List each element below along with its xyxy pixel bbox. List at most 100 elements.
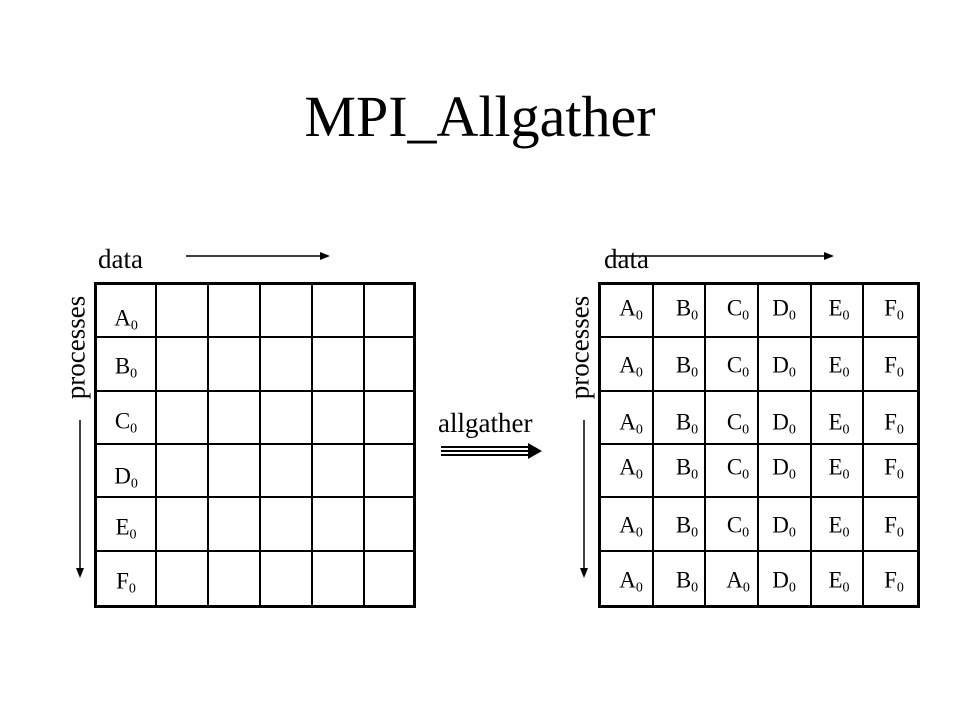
right-grid-item-label: B0 (675, 352, 699, 381)
grid-cell (157, 285, 209, 339)
grid-cell (601, 391, 654, 445)
grid-cell (653, 391, 707, 445)
right-grid (598, 282, 920, 608)
grid-cell (365, 285, 413, 339)
right-grid-item-label: C0 (726, 352, 750, 381)
grid-cell (759, 391, 812, 445)
right-grid-item-label: A0 (619, 352, 643, 381)
right-grid-item-label: D0 (772, 352, 796, 381)
grid-cell (209, 391, 261, 445)
right-processes-label: processes (564, 295, 595, 400)
grid-cell (653, 285, 707, 339)
right-grid-item-label: B0 (675, 512, 699, 541)
grid-cell (209, 551, 261, 605)
grid-cell (706, 391, 759, 445)
grid-cell (157, 391, 209, 445)
grid-cell (313, 498, 365, 552)
right-grid-item-label: E0 (828, 454, 850, 483)
grid-cell (157, 498, 209, 552)
grid-cell (365, 392, 413, 445)
left-processes-label: processes (60, 295, 91, 400)
right-grid-item-label: B0 (675, 409, 699, 438)
grid-cell (97, 338, 157, 392)
grid-cell (653, 338, 707, 392)
grid-cell (811, 444, 865, 499)
grid-cell (811, 338, 865, 392)
left-grid-item-label: E0 (115, 514, 137, 543)
grid-cell (706, 444, 759, 499)
grid-cell (864, 285, 917, 339)
grid-cell (157, 444, 209, 499)
grid-cell (365, 552, 413, 605)
grid-cell (313, 444, 365, 499)
right-grid-item-label: D0 (772, 512, 796, 541)
grid-cell (97, 285, 157, 339)
right-grid-item-label: B0 (675, 567, 699, 596)
right-grid-item-label: C0 (726, 454, 750, 483)
grid-cell (209, 285, 261, 339)
grid-cell (811, 498, 865, 552)
grid-cell (812, 551, 865, 605)
grid-cell (97, 444, 157, 499)
left-grid-item-label: B0 (114, 353, 138, 382)
grid-cell (706, 551, 759, 605)
grid-cell (313, 391, 365, 445)
right-grid-item-label: B0 (675, 454, 699, 483)
right-grid-item-label: A0 (726, 567, 750, 596)
grid-cell (97, 498, 157, 552)
right-grid-item-label: D0 (772, 567, 796, 596)
grid-cell (261, 498, 313, 552)
grid-cell (654, 551, 707, 605)
right-grid-item-label: C0 (726, 295, 750, 324)
right-grid-item-label: E0 (828, 567, 850, 596)
grid-cell (864, 338, 917, 392)
grid-cell (313, 551, 365, 605)
left-data-label: data (98, 244, 143, 274)
grid-cell (209, 498, 261, 552)
left-grid-item-label: A0 (114, 305, 138, 334)
right-grid-item-label: D0 (772, 454, 796, 483)
grid-cell (209, 444, 261, 499)
right-grid-item-label: E0 (828, 295, 850, 324)
right-data-label: data (604, 244, 649, 274)
right-grid-item-label: D0 (772, 409, 796, 438)
right-grid-item-label: B0 (675, 295, 699, 324)
right-grid-item-label: A0 (619, 409, 643, 438)
grid-cell (97, 551, 157, 605)
allgather-label: allgather (438, 408, 533, 438)
grid-cell (706, 285, 759, 339)
right-grid-item-label: F0 (884, 409, 904, 438)
grid-cell (313, 285, 365, 339)
grid-cell (759, 285, 812, 339)
right-grid-item-label: E0 (828, 512, 850, 541)
grid-cell (601, 338, 654, 392)
grid-cell (601, 551, 654, 605)
page-title: MPI_Allgather (304, 84, 656, 149)
grid-cell (706, 498, 759, 552)
grid-cell (706, 338, 759, 392)
grid-cell (864, 498, 917, 552)
grid-cell (759, 444, 812, 499)
grid-cell (261, 551, 313, 605)
grid-cell (601, 498, 654, 552)
grid-cell (157, 338, 209, 392)
right-grid-item-label: C0 (726, 512, 750, 541)
right-grid-item-label: C0 (726, 409, 750, 438)
grid-cell (601, 444, 654, 499)
left-grid (94, 282, 416, 608)
grid-cell (864, 392, 917, 445)
grid-cell (209, 338, 261, 392)
grid-cell (261, 338, 313, 392)
grid-cell (157, 551, 209, 605)
right-grid-item-label: A0 (619, 567, 643, 596)
grid-cell (759, 551, 812, 605)
grid-cell (811, 285, 865, 339)
grid-cell (365, 338, 413, 392)
left-grid-item-label: F0 (116, 568, 136, 597)
right-grid-item-label: A0 (619, 512, 643, 541)
grid-cell (261, 444, 313, 499)
grid-cell (365, 445, 413, 499)
grid-cell (97, 391, 157, 445)
grid-cell (653, 444, 707, 499)
grid-cell (759, 338, 812, 392)
